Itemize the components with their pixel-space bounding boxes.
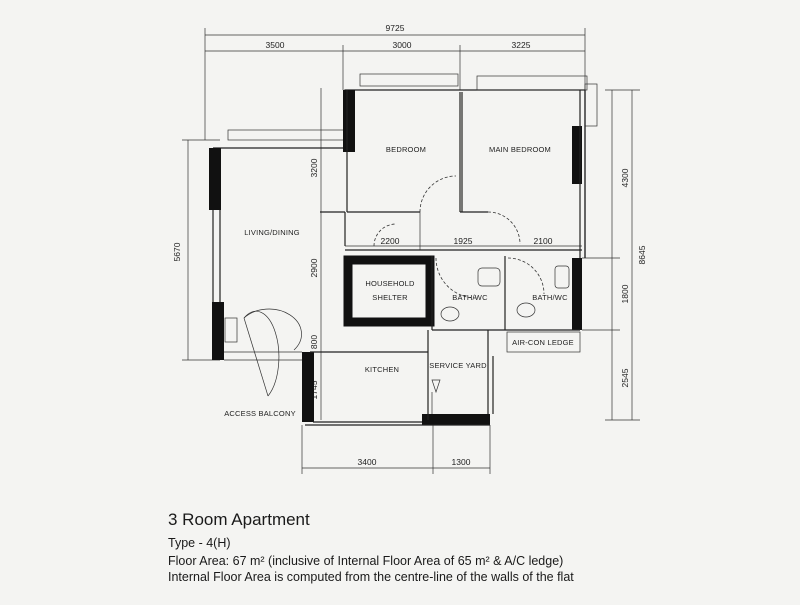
floor-area-text: Floor Area: 67 m² (inclusive of Internal… <box>168 554 564 568</box>
dim-right-2: 1800 <box>620 284 630 303</box>
apartment-title: 3 Room Apartment <box>168 510 310 529</box>
dim-inner-v2: 2900 <box>309 258 319 277</box>
dim-right-3: 2545 <box>620 368 630 387</box>
label-main-bedroom: MAIN BEDROOM <box>489 145 551 154</box>
bottom-dimensions: 3400 1300 <box>301 425 491 474</box>
dim-right-1: 4300 <box>620 168 630 187</box>
dim-mid-1: 2200 <box>381 236 400 246</box>
dim-inner-v1: 3200 <box>309 158 319 177</box>
label-household: HOUSEHOLD <box>365 279 415 288</box>
dim-overall-width: 9725 <box>386 23 405 33</box>
dim-bottom-1: 3400 <box>358 457 377 467</box>
dim-mid-2: 1925 <box>454 236 473 246</box>
top-dimensions: 9725 3500 3000 3225 <box>204 23 586 140</box>
label-bath-2: BATH/WC <box>532 293 568 302</box>
label-bath-1: BATH/WC <box>452 293 488 302</box>
floor-area-note: Internal Floor Area is computed from the… <box>168 570 574 584</box>
plan-caption: 3 Room Apartment Type - 4(H) Floor Area:… <box>168 510 788 586</box>
label-bedroom: BEDROOM <box>386 145 426 154</box>
label-service-yard: SERVICE YARD <box>429 361 487 370</box>
mid-dimensions: 2200 1925 2100 <box>345 236 582 247</box>
dim-inner-v3: 800 <box>309 335 319 349</box>
dim-bottom-2: 1300 <box>452 457 471 467</box>
room-labels: BEDROOM MAIN BEDROOM LIVING/DINING HOUSE… <box>224 145 574 418</box>
apartment-type: Type - 4(H) <box>168 536 231 550</box>
dim-top-3: 3225 <box>512 40 531 50</box>
walls <box>209 73 598 426</box>
label-shelter: SHELTER <box>372 293 408 302</box>
label-aircon-ledge: AIR-CON LEDGE <box>512 338 574 347</box>
label-access-balcony: ACCESS BALCONY <box>224 409 296 418</box>
right-dimensions: 8645 4300 1800 2545 <box>582 89 647 421</box>
dim-top-2: 3000 <box>393 40 412 50</box>
label-living-dining: LIVING/DINING <box>244 228 300 237</box>
dim-left-depth: 5670 <box>172 242 182 261</box>
dim-mid-3: 2100 <box>534 236 553 246</box>
label-kitchen: KITCHEN <box>365 365 399 374</box>
dim-right-total: 8645 <box>637 245 647 264</box>
dim-top-1: 3500 <box>266 40 285 50</box>
